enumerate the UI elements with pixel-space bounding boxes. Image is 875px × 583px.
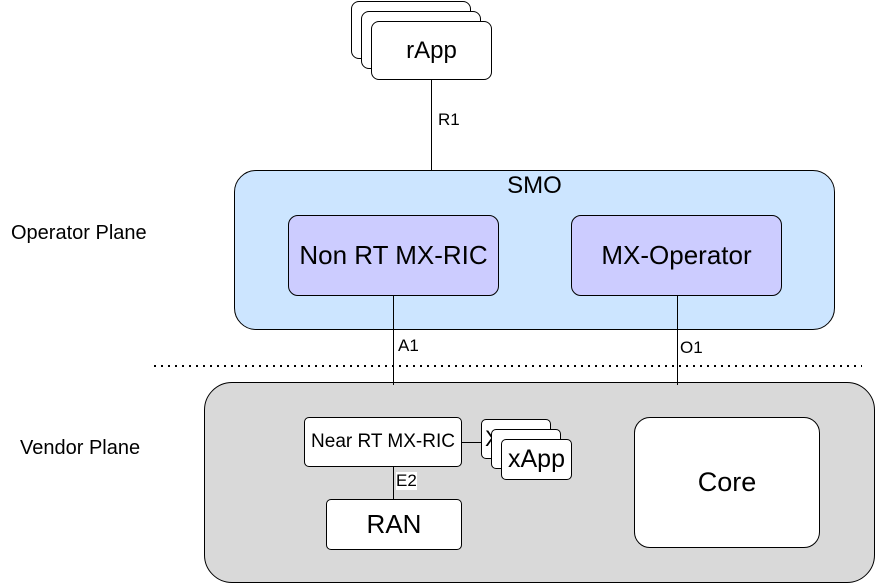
ran-box: RAN [326, 499, 462, 550]
xapp-box: xApp [501, 439, 572, 480]
non-rt-mx-ric-box: Non RT MX-RIC [288, 215, 499, 296]
a1-label: A1 [398, 336, 419, 355]
operator-plane-label: Operator Plane [11, 222, 147, 244]
smo-title: SMO [507, 172, 562, 199]
mx-operator-box: MX-Operator [571, 215, 782, 296]
rapp-label: rApp [406, 36, 457, 64]
mx-operator-label: MX-Operator [601, 240, 752, 270]
core-label: Core [697, 467, 757, 497]
non-rt-mx-ric-label: Non RT MX-RIC [299, 240, 488, 270]
ran-label: RAN [366, 509, 422, 539]
rapp-box: rApp [371, 21, 492, 80]
near-rt-mx-ric-label: Near RT MX-RIC [311, 431, 455, 452]
core-box: Core [634, 417, 820, 548]
vendor-plane-label: Vendor Plane [20, 437, 141, 459]
xapp-label: xApp [508, 445, 565, 473]
r1-label: R1 [438, 110, 460, 129]
o1-label: O1 [680, 338, 703, 357]
near-rt-mx-ric-box: Near RT MX-RIC [304, 417, 462, 467]
e2-label: E2 [396, 471, 417, 490]
